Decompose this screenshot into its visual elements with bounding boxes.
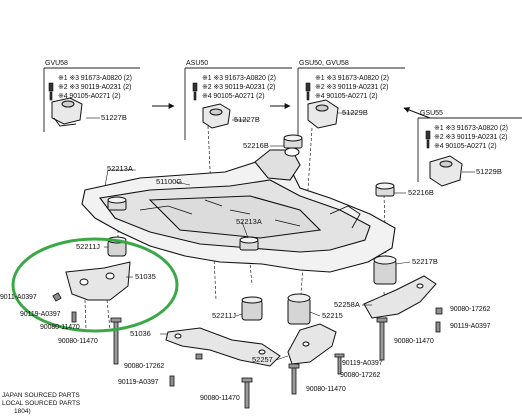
insulator-52217b [373, 255, 397, 285]
bolt-90080-11470-bottom[interactable]: 90080‑11470 [200, 395, 240, 402]
arrow-back [403, 107, 431, 119]
legend-1-line-3: ※4 90105-A0271 (2) [58, 93, 121, 100]
variant-label-gsu50-gvu58: GSU50, GVU58 [299, 60, 349, 67]
legend-1-line-2: ※2 ※3 90119-A0231 (2) [58, 84, 132, 91]
footnote-japan-sourced: JAPAN SOURCED PARTS [2, 392, 80, 399]
legend-3-line-2: ※2 ※3 90119-A0231 (2) [315, 84, 389, 91]
brace-51036 [165, 327, 281, 367]
footnote-date: 1804) [14, 408, 31, 415]
bolt-90080-17262-left[interactable]: 90080‑17262 [124, 363, 165, 370]
part-52217b[interactable]: 52217B [412, 257, 438, 266]
bolt-90080-11470-center[interactable]: 90080‑11470 [306, 386, 346, 393]
variant-bracket-asu50 [184, 67, 292, 140]
long-bolts [110, 317, 388, 409]
part-52211j-mid[interactable]: 52211J [212, 311, 237, 320]
mount-51229b-mid [307, 99, 339, 129]
legend-4-line-2: ※2 ※3 90119-A0231 (2) [434, 134, 508, 141]
part-52213a-mid[interactable]: 52213A [236, 217, 262, 226]
bolt-90119-a0397-center[interactable]: 90119‑A0397 [342, 360, 383, 367]
legend-3-line-1: ※1 ※3 91673-A0820 (2) [315, 75, 389, 82]
mount-51227b-left [51, 97, 83, 127]
bushing-52213a-mid [239, 236, 259, 251]
small-bolts-top [48, 82, 431, 149]
mount-51227b-mid [202, 103, 231, 129]
bolt-90119-a0397-right[interactable]: 90119‑A0397 [450, 323, 491, 330]
bolt-90080-11470-left-b[interactable]: 90080‑11470 [58, 338, 98, 345]
part-51227b-mid[interactable]: 51227B [234, 115, 260, 124]
legend-2-line-3: ※4 90105-A0271 (2) [202, 93, 265, 100]
bolt-9011-a0397-left[interactable]: 9011‑A0397 [0, 294, 37, 301]
mount-51229b-right [429, 155, 463, 187]
bracket-52258a [363, 275, 437, 319]
subframe-51100g [81, 147, 396, 273]
variant-bracket-gsu55 [417, 117, 522, 182]
bolt-90080-11470-right[interactable]: 90080‑11470 [394, 338, 434, 345]
part-51227b-left[interactable]: 51227B [101, 113, 127, 122]
variant-label-asu50: ASU50 [186, 60, 209, 67]
footnote-local-sourced: LOCAL SOURCED PARTS [2, 400, 81, 407]
legend-4-line-1: ※1 ※3 91673-A0820 (2) [434, 125, 508, 132]
variant-bracket-gsu50 [297, 67, 405, 135]
part-52258a[interactable]: 52258A [334, 300, 360, 309]
part-52211j-left[interactable]: 52211J [76, 242, 101, 251]
part-51100g[interactable]: 51100G [156, 177, 183, 186]
part-52213a-left[interactable]: 52213A [107, 164, 133, 173]
part-51036[interactable]: 51036 [130, 329, 151, 338]
part-52216b-top[interactable]: 52216B [243, 141, 269, 150]
bushing-52213a-left [107, 196, 127, 211]
bolt-90080-17262-center[interactable]: 90080‑17262 [340, 372, 381, 379]
bushing-52216b-top [283, 134, 303, 149]
part-51035[interactable]: 51035 [135, 272, 156, 281]
legend-1-line-1: ※1 ※3 91673-A0820 (2) [58, 75, 132, 82]
variant-label-gvu58: GVU58 [45, 60, 68, 67]
bolt-90119-a0397-left-b[interactable]: 90119‑A0397 [118, 379, 159, 386]
insulator-52215 [287, 293, 311, 325]
insulator-52211j-left [107, 236, 127, 257]
part-52216b-right[interactable]: 52216B [408, 188, 434, 197]
part-52257[interactable]: 52257 [252, 355, 273, 364]
part-52215[interactable]: 52215 [322, 311, 343, 320]
legend-4-line-3: ※4 90105-A0271 (2) [434, 143, 497, 150]
bracket-52257 [287, 323, 337, 365]
bolt-90080-11470-left-a[interactable]: 90080‑11470 [40, 324, 80, 331]
legend-2-line-2: ※2 ※3 90119-A0231 (2) [202, 84, 276, 91]
legend-3-line-3: ※4 90105-A0271 (2) [315, 93, 378, 100]
part-51229b-right[interactable]: 51229B [476, 167, 502, 176]
bushing-52216b-right [375, 182, 395, 197]
part-51229b-mid[interactable]: 51229B [342, 108, 368, 117]
brace-51035 [65, 261, 131, 301]
variant-bracket-gvu58 [43, 67, 140, 132]
variant-label-gsu55: GSU55 [420, 110, 443, 117]
bolt-90080-17262-right[interactable]: 90080‑17262 [450, 306, 491, 313]
insulator-52211j-mid [241, 296, 263, 321]
legend-2-line-1: ※1 ※3 91673-A0820 (2) [202, 75, 276, 82]
bolt-90119-a0397-left[interactable]: 90119‑A0397 [20, 311, 61, 318]
